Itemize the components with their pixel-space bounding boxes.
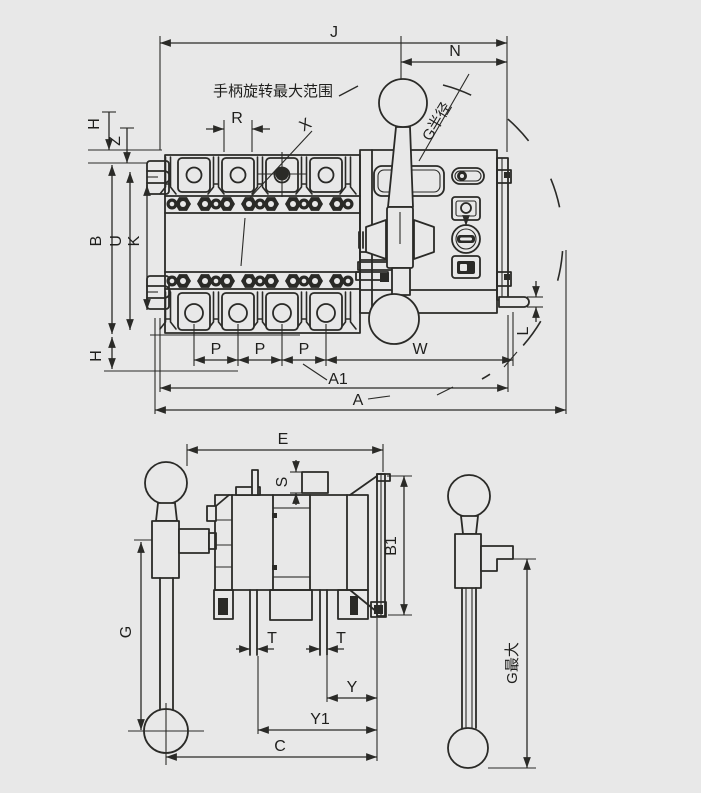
ext-handle-ball-bottom (447, 727, 489, 769)
dim-label-h-bottom: H (88, 350, 105, 362)
dim-label-l: L (515, 326, 532, 335)
dim-label-b1: B1 (383, 536, 400, 556)
side-view: E S B1 G T T (118, 431, 412, 765)
handle-shaft (387, 126, 414, 208)
dim-label-k: K (126, 235, 143, 246)
top-blade (251, 469, 259, 496)
dim-label-w: W (412, 341, 428, 358)
rotary-selector (451, 224, 481, 254)
dim-label-e: E (278, 431, 289, 448)
extension-handle-view: G最大 (447, 474, 536, 769)
dim-label-t2: T (336, 630, 346, 647)
dim-label-a1: A1 (328, 371, 348, 388)
s-tab (301, 471, 329, 494)
dim-label-u: U (108, 235, 125, 247)
mounting-plate (349, 473, 391, 618)
terminal-screws-bottom-row (166, 274, 354, 288)
cover-mark (240, 217, 246, 267)
top-tab (235, 486, 261, 496)
dim-label-h-top: H (86, 118, 103, 130)
dim-label-y1: Y1 (310, 711, 330, 728)
padlock-button-top (451, 196, 481, 221)
dim-label-j: J (330, 24, 338, 41)
dim-label-t1: T (267, 630, 277, 647)
ext-handle-shaft (461, 587, 477, 729)
side-view-dimensions: E S B1 G T T (118, 431, 412, 761)
dim-label-r: R (231, 110, 243, 127)
front-view-dimensions: J N 手柄旋转最大范围 G半径 H Z B U K (86, 24, 567, 414)
x-screw-crosshair (258, 152, 306, 197)
terminal-screws-top-row (166, 197, 354, 211)
note-handle-rotation: 手柄旋转最大范围 (213, 83, 333, 100)
dim-label-p3: P (299, 341, 310, 358)
dim-label-n: N (449, 43, 461, 60)
indicator-window (451, 167, 485, 185)
l-tab (498, 296, 530, 308)
terminal-pads-bottom (177, 292, 343, 331)
dim-label-s: S (274, 477, 291, 488)
pivot-wings (358, 219, 435, 260)
ext-handle-tab (480, 545, 514, 572)
controller-unit (355, 149, 498, 314)
dim-label-p2: P (255, 341, 266, 358)
ext-handle-ball-top (447, 474, 491, 518)
side-body (206, 469, 391, 656)
dim-label-z: Z (107, 136, 124, 146)
handle-ball-bottom (368, 293, 420, 345)
mounting-bracket-top-left (146, 160, 171, 195)
dim-label-p1: P (211, 341, 222, 358)
dim-label-c: C (274, 738, 286, 755)
dim-label-b: B (88, 236, 105, 247)
dim-label-a: A (353, 392, 364, 409)
label-g-max: G最大 (504, 642, 521, 684)
side-handle-bracket (151, 520, 180, 579)
side-handle-ball-top (144, 461, 188, 505)
side-handle (128, 461, 217, 765)
mounting-bracket-right (496, 157, 530, 308)
handle-ball-top (378, 78, 428, 128)
ext-handle-body (454, 533, 482, 589)
ext-handle-dimensions: G最大 (488, 558, 536, 769)
handle-rotation-arc (442, 84, 564, 380)
padlock-button-bottom (451, 255, 481, 279)
dim-label-y: Y (347, 679, 358, 696)
front-view: J N 手柄旋转最大范围 G半径 H Z B U K (86, 24, 567, 414)
side-handle-arm (178, 528, 210, 554)
dim-label-x: X (297, 115, 315, 135)
dim-label-g: G (118, 626, 135, 638)
transfer-handle (368, 36, 428, 345)
